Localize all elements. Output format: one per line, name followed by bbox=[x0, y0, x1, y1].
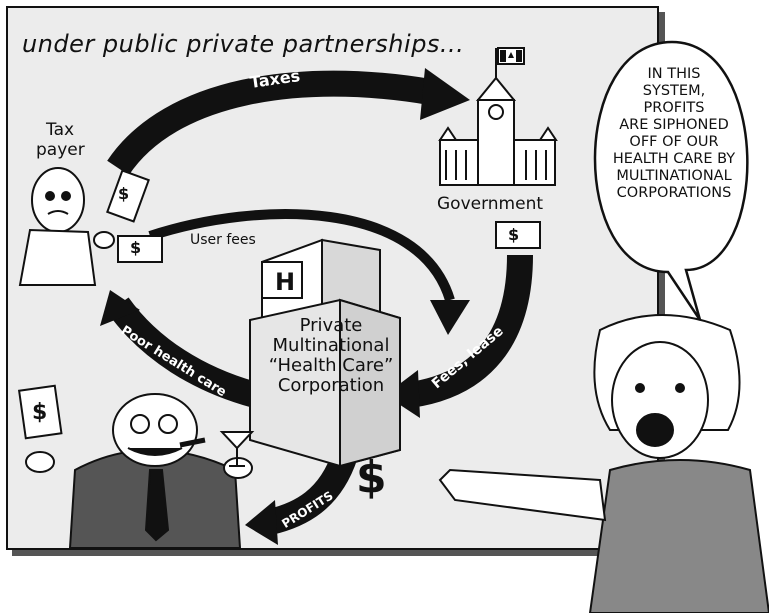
martini-glass-icon bbox=[219, 431, 255, 467]
bill-dollar-label: $ bbox=[508, 225, 520, 244]
corporation-label: Private Multinational “Health Care” Corp… bbox=[266, 316, 396, 396]
user-fees-label: User fees bbox=[190, 232, 256, 248]
corporation-line: Private bbox=[299, 315, 363, 336]
dollar-symbol: $ bbox=[356, 452, 387, 503]
dollar-bill-icon bbox=[495, 221, 541, 249]
hospital-letter: H bbox=[275, 268, 296, 296]
speech-bubble-text: IN THIS SYSTEM, PROFITS ARE SIPHONED OFF… bbox=[598, 66, 750, 202]
parliament-building-icon bbox=[438, 47, 558, 186]
bill-dollar-label: $ bbox=[118, 184, 130, 203]
hospital-building-icon bbox=[249, 238, 401, 468]
speech-line: CORPORATIONS bbox=[616, 185, 732, 201]
angry-woman-figure bbox=[438, 314, 769, 613]
poor-care-arrow-head bbox=[100, 290, 140, 326]
taxes-arrow bbox=[107, 70, 433, 176]
user-fees-arrow bbox=[148, 209, 455, 302]
fees-lease-arrow-head bbox=[385, 370, 420, 418]
dollar-bill-icon bbox=[17, 384, 63, 440]
canada-flag-icon bbox=[500, 50, 522, 62]
bill-dollar-label: $ bbox=[130, 238, 142, 257]
corporation-line: “Health Care” bbox=[268, 355, 394, 376]
government-label: Government bbox=[437, 194, 544, 214]
speech-line: ARE SIPHONED bbox=[619, 117, 729, 133]
taxpayer-figure bbox=[18, 167, 115, 286]
speech-line: IN THIS bbox=[647, 66, 701, 82]
profits-arrow-head bbox=[245, 500, 278, 545]
taxpayer-label-line1: Tax bbox=[46, 120, 75, 140]
speech-line: HEALTH CARE BY bbox=[612, 151, 736, 167]
fees-lease-arrow bbox=[407, 254, 533, 408]
taxpayer-label-line2: payer bbox=[36, 140, 85, 160]
speech-bubble bbox=[593, 40, 749, 321]
dollar-bill-icon bbox=[117, 235, 163, 263]
speech-line: SYSTEM, bbox=[642, 83, 706, 99]
corporation-line: Multinational bbox=[272, 335, 390, 356]
speech-line: OFF OF OUR bbox=[629, 134, 719, 150]
speech-line: MULTINATIONAL bbox=[616, 168, 732, 184]
taxes-arrow-head bbox=[420, 68, 470, 120]
businessman-figure bbox=[25, 393, 253, 549]
speech-line: PROFITS bbox=[643, 100, 705, 116]
profits-arrow bbox=[266, 450, 358, 535]
corporation-line: Corporation bbox=[277, 375, 385, 396]
user-fees-arrow-head bbox=[430, 300, 470, 335]
poor-care-arrow bbox=[107, 297, 259, 408]
bill-dollar-label: $ bbox=[32, 400, 48, 425]
page-title: under public private partnerships... bbox=[22, 30, 465, 58]
dollar-bill-icon bbox=[106, 169, 150, 223]
